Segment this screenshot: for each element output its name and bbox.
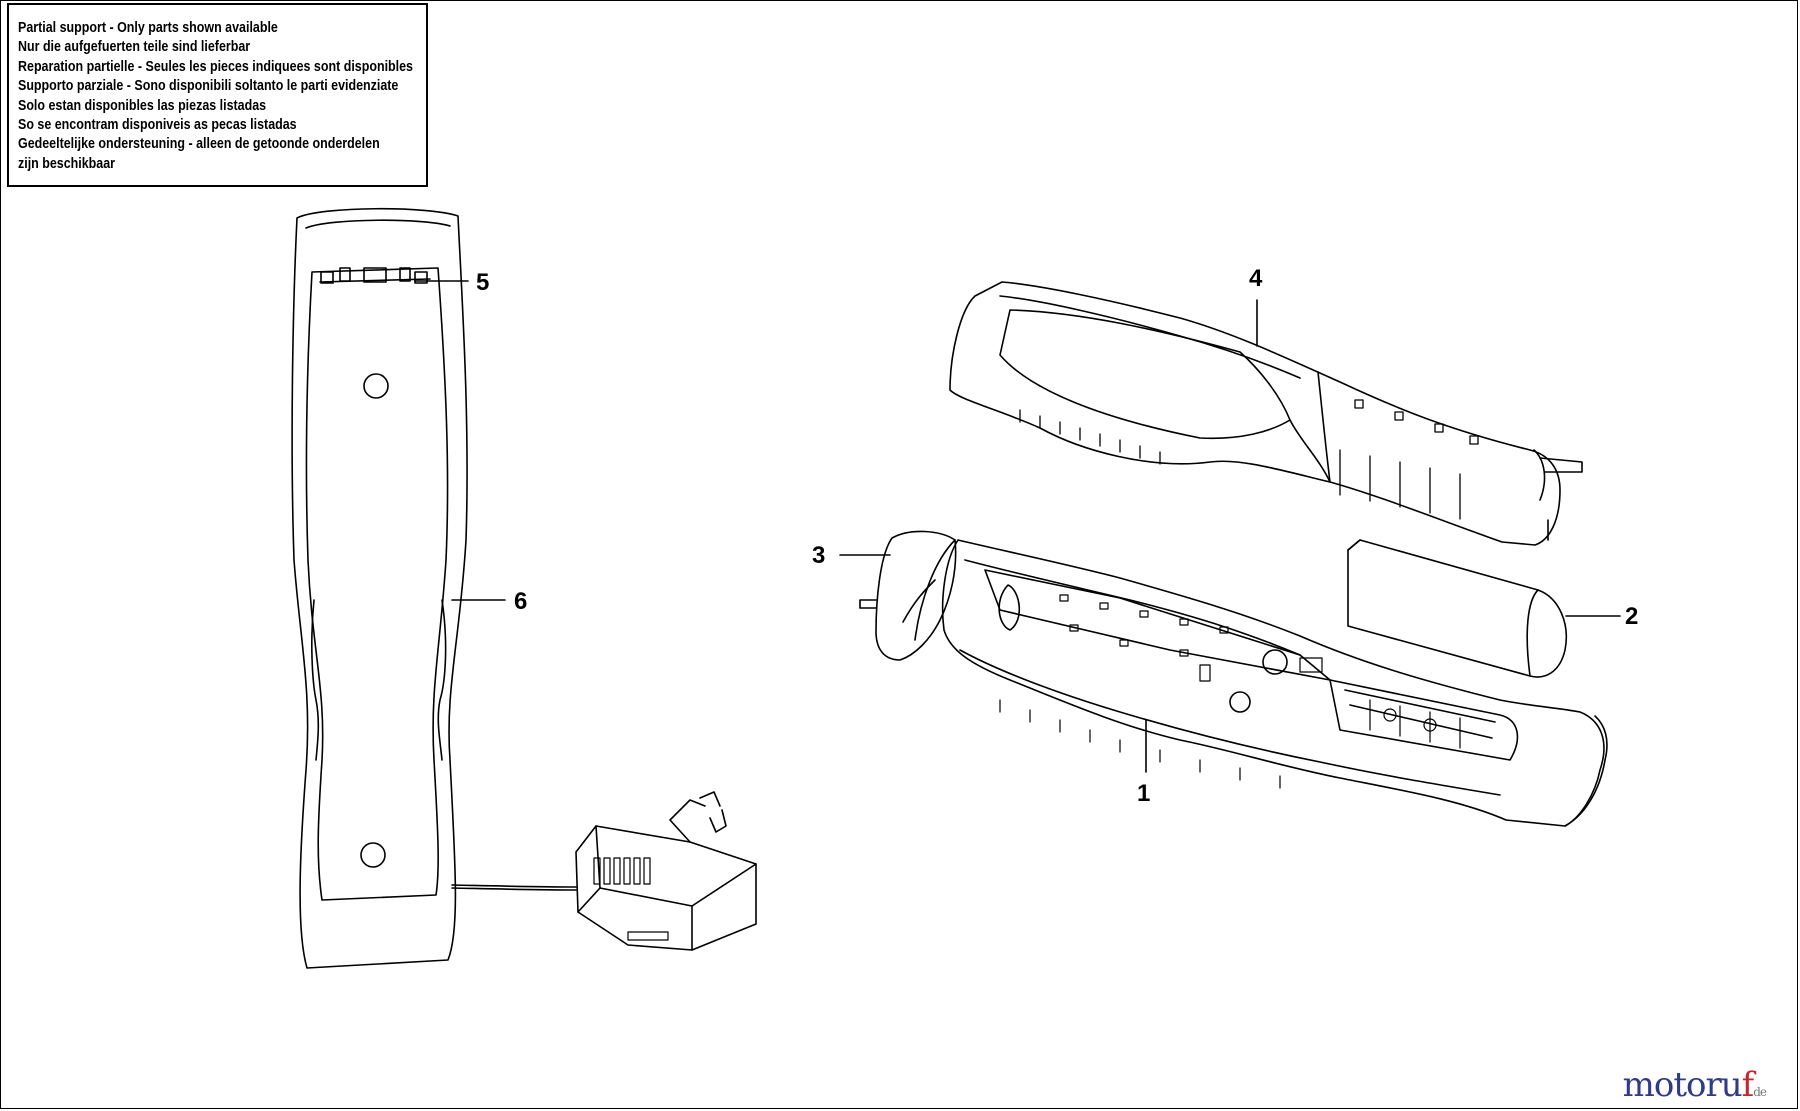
notice-line-en: Partial support - Only parts shown avail… [18, 20, 278, 36]
notice-line-fr: Reparation partielle - Seules les pieces… [18, 58, 414, 75]
callout-4: 4 [1249, 265, 1263, 292]
watermark-part-b: f [1741, 1065, 1755, 1105]
partial-support-notice: Partial support - Only parts shown avail… [7, 3, 428, 187]
notice-line-nl-cont: zijn beschikbaar [18, 155, 116, 172]
callout-6: 6 [514, 588, 527, 615]
callout-3: 3 [812, 542, 825, 569]
notice-line-pt: So se encontram disponiveis as pecas lis… [18, 117, 297, 134]
part-3-end-cap [859, 530, 957, 661]
watermark-logo: motorufde [1622, 1065, 1767, 1105]
leader-lines [414, 280, 1621, 773]
notice-line-es: Solo estan disponibles las piezas listad… [18, 97, 267, 114]
part-1-lower-housing [941, 539, 1608, 827]
watermark-part-a: motoru [1622, 1065, 1743, 1105]
notice-line-it: Supporto parziale - Sono disponibili sol… [18, 78, 399, 95]
watermark-suffix: de [1753, 1085, 1767, 1099]
notice-line-nl: Gedeeltelijke ondersteuning - alleen de … [18, 136, 380, 153]
part-6-charging-cradle [291, 207, 468, 969]
power-adapter [451, 791, 757, 951]
callout-5: 5 [476, 269, 489, 296]
part-2-battery-pack [1347, 539, 1567, 678]
notice-line-de: Nur die aufgefuerten teile sind lieferba… [18, 39, 251, 56]
part-4-upper-housing [949, 281, 1583, 546]
callout-2: 2 [1625, 603, 1638, 630]
callout-1: 1 [1137, 780, 1150, 807]
